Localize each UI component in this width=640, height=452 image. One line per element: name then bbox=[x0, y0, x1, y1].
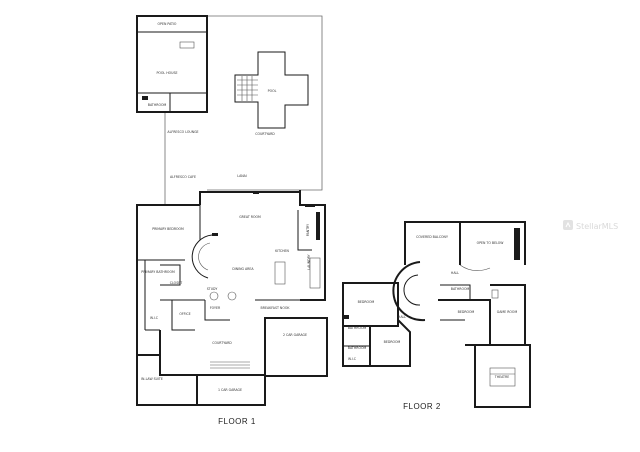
label-office: OFFICE bbox=[179, 312, 190, 316]
pool-outline bbox=[234, 51, 309, 129]
front-courtyard-walls bbox=[159, 330, 265, 376]
floor2-label: FLOOR 2 bbox=[403, 402, 441, 411]
label-pool: POOL bbox=[268, 89, 277, 93]
label-bedroom-a: BEDROOM bbox=[358, 300, 375, 304]
bedroom-b-walls bbox=[438, 299, 491, 346]
label-kitchen: KITCHEN bbox=[275, 249, 289, 253]
mls-logo-mark bbox=[565, 221, 571, 228]
label-bathroom-pool: BATHROOM bbox=[148, 103, 167, 107]
label-breakfast-nook: BREAKFAST NOOK bbox=[261, 306, 291, 310]
label-bedroom-b: BEDROOM bbox=[458, 310, 475, 314]
pool-house-counter bbox=[179, 41, 195, 49]
label-great-room: GREAT ROOM bbox=[239, 215, 261, 219]
stair-landing bbox=[212, 233, 218, 236]
covered-balcony-walls bbox=[404, 221, 461, 265]
office-walls bbox=[171, 300, 195, 331]
watermark-text: StellarMLS bbox=[576, 222, 618, 231]
label-pantry: PANTRY bbox=[306, 224, 310, 236]
label-bathroom-a: BATHROOM bbox=[451, 287, 470, 291]
spiral-stair-inner bbox=[198, 242, 211, 271]
spiral-stair-outer-f2 bbox=[392, 261, 426, 322]
kitchen-island bbox=[274, 261, 286, 285]
label-courtyard-back: COURTYARD bbox=[255, 132, 275, 136]
label-foyer: FOYER bbox=[210, 306, 221, 310]
bedroom-a-walls bbox=[342, 282, 399, 327]
mls-logo-icon bbox=[563, 220, 573, 230]
watermark: StellarMLS bbox=[563, 220, 618, 231]
label-one-car-garage: 1 CAR GARAGE bbox=[218, 388, 242, 392]
label-game-room: GAME ROOM bbox=[497, 310, 518, 314]
main-house-west-wall bbox=[136, 204, 200, 406]
label-alfresco-cafe: ALFRESCO CAFE bbox=[170, 175, 196, 179]
closet-walls bbox=[160, 264, 181, 286]
label-open-to-below: OPEN TO BELOW bbox=[477, 241, 505, 245]
theatre-walls bbox=[474, 344, 531, 408]
foyer-column bbox=[209, 291, 219, 301]
label-laundry: LAUNDRY bbox=[307, 254, 311, 269]
kitchen-pantry bbox=[316, 212, 320, 240]
foyer-column-2 bbox=[227, 291, 237, 301]
pool-house-walls bbox=[136, 15, 208, 113]
floor1-label: FLOOR 1 bbox=[218, 417, 256, 426]
floor1-plan: OPEN PATIO POOL HOUSE BATHROOM POOL COUR… bbox=[136, 15, 328, 426]
pool-house-fixture bbox=[142, 96, 148, 100]
open-to-below-walls bbox=[460, 221, 526, 265]
label-wic: W.I.C bbox=[150, 316, 159, 320]
one-car-garage-walls bbox=[196, 375, 266, 406]
foyer-walls bbox=[204, 300, 230, 321]
upper-stair-rail bbox=[514, 228, 520, 260]
label-open-patio: OPEN PATIO bbox=[158, 22, 177, 26]
label-bathroom-c: BATHROOM bbox=[348, 346, 367, 350]
label-bathroom-b: BATHROOM bbox=[348, 326, 367, 330]
bedroom-c-walls bbox=[369, 319, 411, 367]
label-lanai: LANAI bbox=[237, 174, 247, 178]
label-hall-b: HALL bbox=[398, 315, 406, 319]
kitchen-wall bbox=[297, 210, 312, 251]
label-dining-area: DINING AREA bbox=[232, 267, 254, 271]
great-room-north-wall bbox=[199, 191, 300, 205]
kitchen-counter bbox=[309, 257, 321, 289]
floor2-plan: COVERED BALCONY OPEN TO BELOW HALL BATHR… bbox=[342, 221, 531, 411]
lanai-door bbox=[305, 205, 315, 207]
spiral-stair-outer bbox=[191, 234, 213, 279]
game-room-detail bbox=[491, 289, 499, 299]
label-bedroom-c: BEDROOM bbox=[384, 340, 401, 344]
label-wic-f2: W.I.C bbox=[348, 357, 357, 361]
bedroom-a-fixture bbox=[343, 315, 349, 319]
game-room-walls bbox=[490, 284, 526, 346]
label-hall-a: HALL bbox=[451, 271, 459, 275]
theatre-seating bbox=[489, 367, 516, 387]
spiral-stair-inner-f2 bbox=[403, 274, 421, 306]
label-in-law-suite: IN-LAW SUITE bbox=[141, 377, 163, 381]
label-courtyard-front: COURTYARD bbox=[212, 341, 232, 345]
label-pool-house: POOL HOUSE bbox=[156, 71, 177, 75]
balcony-curve bbox=[459, 264, 491, 271]
pool-steps bbox=[237, 76, 258, 101]
label-alfresco-lounge: ALFRESCO LOUNGE bbox=[167, 130, 198, 134]
two-car-garage-walls bbox=[264, 317, 328, 377]
label-primary-bedroom: PRIMARY BEDROOM bbox=[152, 227, 184, 231]
label-closet: CLOSET bbox=[170, 281, 182, 285]
hall-a-walls bbox=[440, 284, 471, 300]
label-covered-balcony: COVERED BALCONY bbox=[416, 235, 448, 239]
main-house-east-wall bbox=[299, 190, 326, 301]
label-two-car-garage: 2 CAR GARAGE bbox=[283, 333, 307, 337]
label-theatre: THEATRE bbox=[494, 375, 509, 379]
label-study: STUDY bbox=[207, 287, 218, 291]
front-courtyard-grid bbox=[210, 361, 250, 369]
great-room-door bbox=[253, 192, 259, 194]
label-primary-bathroom: PRIMARY BATHROOM bbox=[141, 270, 175, 274]
pool-deck-outline bbox=[207, 15, 323, 191]
